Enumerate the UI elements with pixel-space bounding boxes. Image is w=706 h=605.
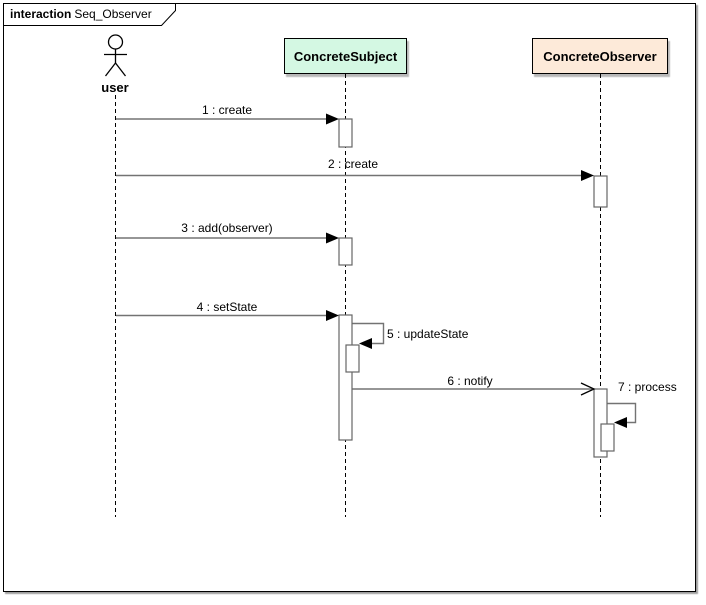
actor-label: user [101,80,129,95]
message-7-label: 7 : process [618,380,677,394]
message-6-label: 6 : notify [447,374,493,388]
participant-label: ConcreteObserver [543,48,657,64]
message-1-label: 1 : create [201,103,253,117]
uml-frame-border [3,3,696,592]
participant-concrete-observer: ConcreteObserver [532,38,668,74]
participant-label: ConcreteSubject [293,48,398,64]
frame-keyword: interaction [10,7,72,21]
message-3-label: 3 : add(observer) [181,221,273,235]
participant-concrete-subject: ConcreteSubject [284,38,407,74]
message-4-label: 4 : setState [196,300,258,314]
message-2-label: 2 : create [327,157,379,171]
message-5-label: 5 : updateState [387,327,469,341]
frame-name: Seq_Observer [74,7,152,21]
